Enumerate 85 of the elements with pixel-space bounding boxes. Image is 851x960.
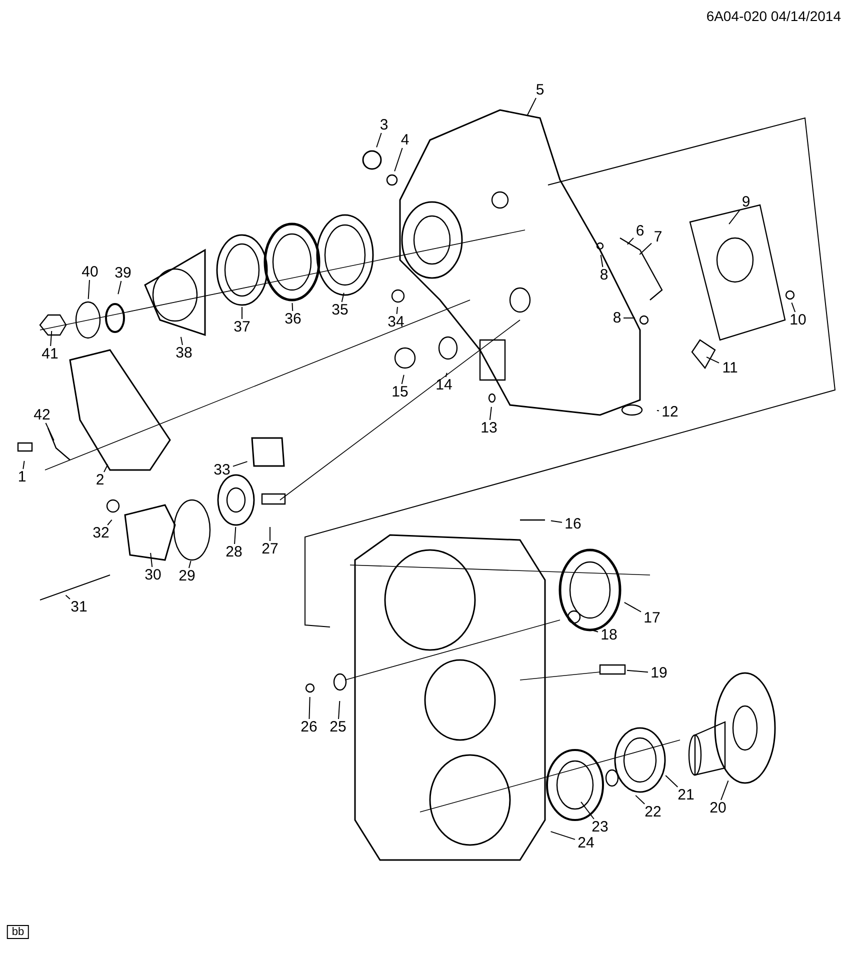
- leader-line: [791, 302, 796, 312]
- leader-line: [600, 254, 604, 268]
- callout-number: 18: [600, 628, 618, 642]
- callout-number: 38: [176, 346, 192, 360]
- callout-number: 6: [636, 224, 644, 238]
- callout-number: 35: [332, 302, 348, 318]
- callout-number: 41: [42, 346, 58, 362]
- leader-line: [592, 630, 598, 632]
- leader-line: [720, 780, 729, 800]
- leader-line: [234, 526, 236, 544]
- callout-number: 13: [480, 420, 498, 436]
- leader-line: [489, 406, 492, 420]
- leader-line: [626, 670, 648, 673]
- leader-line: [639, 242, 652, 256]
- callout-number: 24: [578, 836, 594, 850]
- callout-number: 15: [392, 384, 408, 400]
- callout-number: 32: [92, 526, 110, 540]
- callout-number: 34: [388, 314, 404, 330]
- leader-line: [401, 374, 404, 384]
- leader-line: [526, 98, 536, 116]
- callout-number: 2: [96, 472, 104, 488]
- callout-number: 14: [436, 378, 452, 392]
- callout-number: 9: [742, 194, 750, 210]
- leader-line: [728, 210, 740, 225]
- leader-line: [118, 280, 122, 295]
- callout-number: 20: [710, 800, 726, 816]
- callout-number: 8: [612, 310, 622, 326]
- callout-number: 23: [592, 820, 608, 834]
- callout-number: 33: [214, 462, 230, 478]
- callout-number: 11: [722, 360, 738, 376]
- callout-number: 42: [34, 408, 50, 422]
- callout-number: 5: [536, 82, 544, 98]
- leader-line: [550, 831, 576, 840]
- leader-line: [338, 700, 340, 720]
- leader-line: [50, 330, 52, 346]
- callout-number: 30: [144, 568, 162, 582]
- leader-line: [45, 422, 54, 441]
- callout-number: 8: [600, 268, 608, 282]
- callout-number: 10: [790, 312, 806, 328]
- callout-number: 31: [70, 600, 88, 614]
- callout-number: 17: [644, 610, 660, 626]
- leader-line: [580, 801, 594, 820]
- drawing-code-tag: bb: [6, 925, 30, 939]
- leader-line: [150, 552, 153, 568]
- leader-line: [376, 132, 382, 148]
- leader-line: [665, 774, 678, 788]
- leader-line: [706, 356, 720, 364]
- callout-number: 26: [300, 720, 318, 734]
- leader-line: [65, 594, 70, 600]
- leader-line: [232, 461, 248, 467]
- callout-number: 7: [654, 230, 662, 244]
- callout-number: 12: [662, 404, 678, 420]
- callout-number: 27: [262, 542, 278, 556]
- leader-line: [104, 464, 108, 472]
- drawing-number-date: 6A04-020 04/14/2014: [706, 8, 841, 24]
- callout-number: 4: [400, 132, 410, 148]
- leader-line: [107, 519, 112, 526]
- leader-line: [396, 306, 398, 314]
- callout-number: 25: [330, 720, 346, 734]
- leader-line: [624, 602, 642, 612]
- leader-line: [22, 460, 25, 470]
- leader-line: [626, 237, 634, 245]
- leader-line: [656, 410, 660, 412]
- leader-line: [550, 520, 562, 523]
- callout-number: 16: [564, 516, 582, 532]
- leader-line: [635, 794, 646, 804]
- callout-number: 1: [18, 470, 26, 484]
- leader-line: [292, 302, 294, 312]
- callout-number: 36: [284, 312, 302, 326]
- callout-number: 40: [82, 264, 98, 280]
- callout-number: 37: [234, 320, 250, 334]
- callout-number: 29: [178, 568, 196, 584]
- leader-line: [180, 336, 183, 346]
- callout-number: 28: [226, 544, 242, 560]
- callout-number: 3: [380, 118, 388, 132]
- leader-line: [394, 148, 403, 172]
- callout-number: 21: [678, 788, 694, 802]
- leader-line: [445, 372, 448, 378]
- callout-number: 19: [650, 666, 668, 680]
- leader-line: [188, 560, 192, 568]
- leader-line: [88, 280, 90, 300]
- leader-line: [341, 292, 344, 302]
- callout-number: 22: [644, 804, 662, 820]
- leader-line: [308, 696, 310, 720]
- callout-number: 39: [114, 266, 132, 280]
